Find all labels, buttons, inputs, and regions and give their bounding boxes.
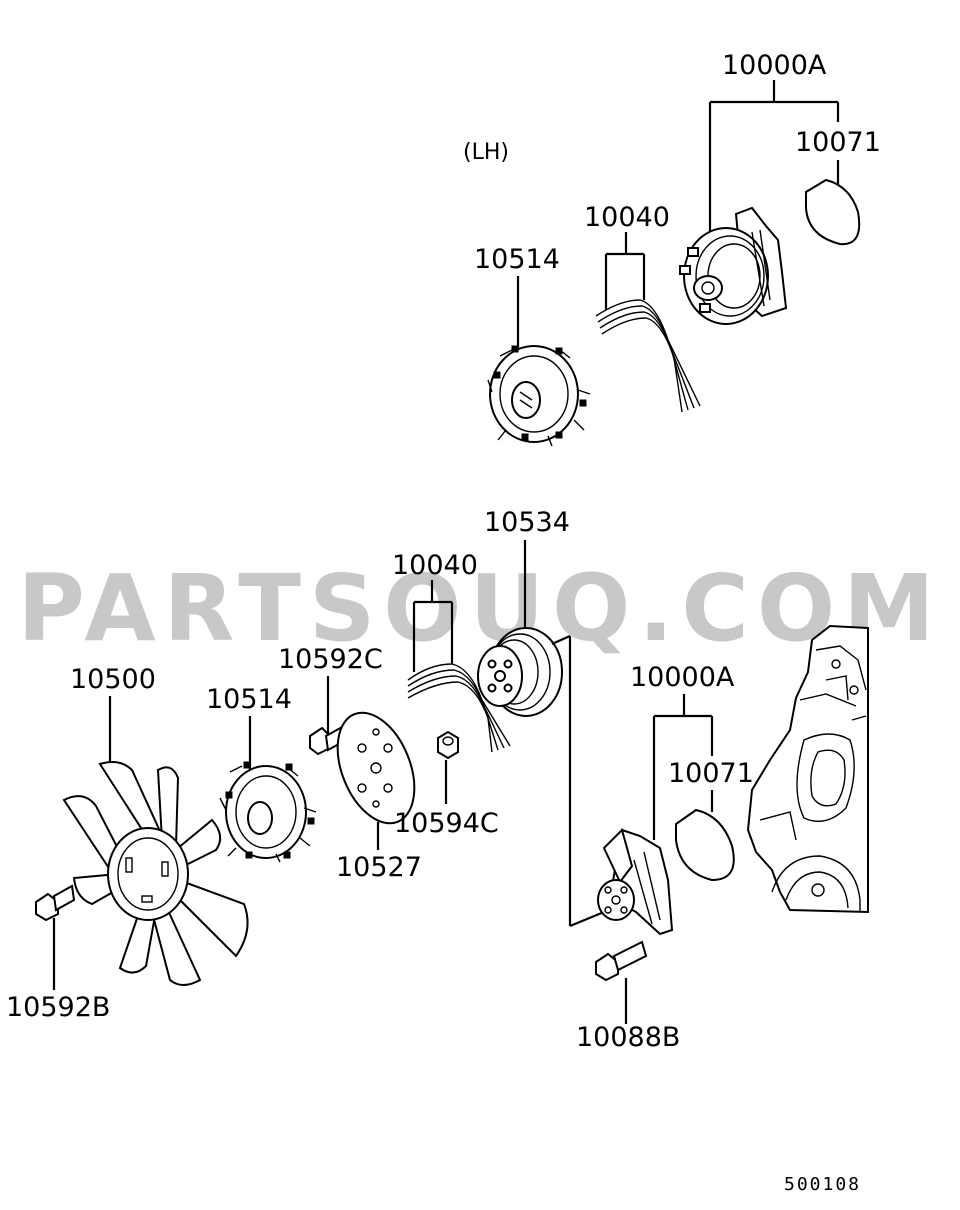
fan-bolt-part <box>35 884 76 990</box>
callout-leader-top-assembly <box>708 80 840 238</box>
fan-part <box>62 696 249 986</box>
callout-spacer[interactable]: 10527 <box>336 852 422 883</box>
pulley-part <box>477 540 563 717</box>
callout-top-gasket[interactable]: 10071 <box>795 127 881 158</box>
callout-bolt-c[interactable]: 10592C <box>278 644 383 675</box>
top-fan-clutch-part <box>487 276 591 447</box>
pump-gasket-part <box>675 790 735 882</box>
callout-fan[interactable]: 10500 <box>70 664 156 695</box>
top-water-pump-part <box>679 206 788 325</box>
callout-top-belt[interactable]: 10040 <box>584 202 670 233</box>
spacer-part <box>336 711 416 850</box>
top-gasket-part <box>805 160 861 246</box>
callout-pump-gasket[interactable]: 10071 <box>668 758 754 789</box>
nut-part <box>437 730 459 804</box>
mid-belt-part <box>407 580 511 753</box>
callout-fan-bolt[interactable]: 10592B <box>6 992 110 1023</box>
top-belt-part <box>595 232 701 413</box>
callout-top-assembly[interactable]: 10000A <box>722 50 827 81</box>
callout-nut[interactable]: 10594C <box>394 808 499 839</box>
diagram-code: 500108 <box>784 1174 861 1195</box>
callout-mid-clutch[interactable]: 10514 <box>206 684 292 715</box>
callout-top-clutch[interactable]: 10514 <box>474 244 560 275</box>
pump-part <box>597 828 674 936</box>
section-label-lh: (LH) <box>463 140 509 165</box>
callout-pump-bolt[interactable]: 10088B <box>576 1022 680 1053</box>
engine-block-outline <box>746 624 869 914</box>
callout-pump-assembly[interactable]: 10000A <box>630 662 735 693</box>
callout-mid-belt[interactable]: 10040 <box>392 550 478 581</box>
callout-leader-pump-assembly <box>551 634 714 928</box>
mid-fan-clutch-part <box>219 716 317 863</box>
watermark-text: PARTSOUQ.COM <box>17 555 942 662</box>
callout-pulley[interactable]: 10534 <box>484 507 570 538</box>
pump-bolt-part <box>595 940 648 1024</box>
